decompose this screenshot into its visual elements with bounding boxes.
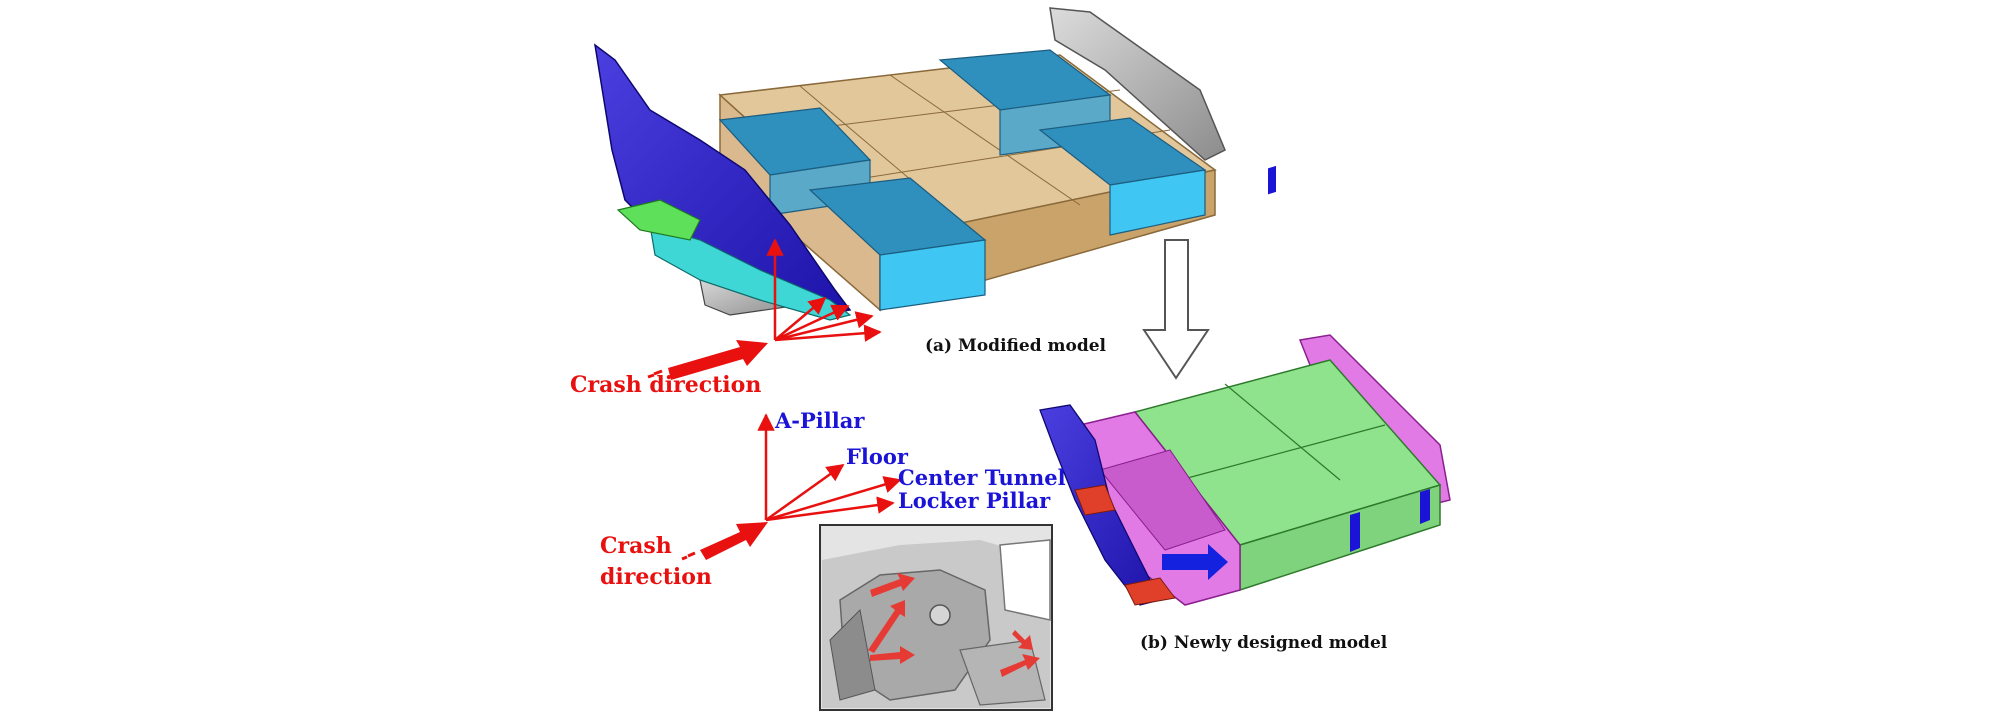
- transition-arrow: [1142, 239, 1210, 380]
- load-path-arrows-a: [766, 238, 882, 342]
- crash-direction-label-top: Crash direction: [570, 372, 762, 398]
- label-center-tunnel: Center Tunnel: [898, 465, 1066, 490]
- battery-module-3: [808, 177, 987, 311]
- crash-direction-arrow-top: [647, 340, 768, 380]
- crash-direction-label-bottom-line1: Crash: [600, 533, 672, 559]
- new-model-render: [1039, 165, 1451, 606]
- label-floor: Floor: [846, 444, 908, 469]
- inset-detail-view: [819, 524, 1053, 711]
- modified-model-render: [593, 7, 1226, 321]
- load-path-key-arrows: [757, 413, 902, 522]
- crash-direction-arrow-bottom: [681, 522, 768, 561]
- battery-module-4: [1038, 117, 1207, 236]
- label-locker-pillar: Locker Pillar: [898, 488, 1051, 513]
- caption-modified-model: (a) Modified model: [925, 336, 1106, 356]
- caption-new-model: (b) Newly designed model: [1140, 633, 1388, 653]
- label-a-pillar: A-Pillar: [775, 408, 865, 433]
- crash-direction-label-bottom-line2: direction: [600, 564, 712, 590]
